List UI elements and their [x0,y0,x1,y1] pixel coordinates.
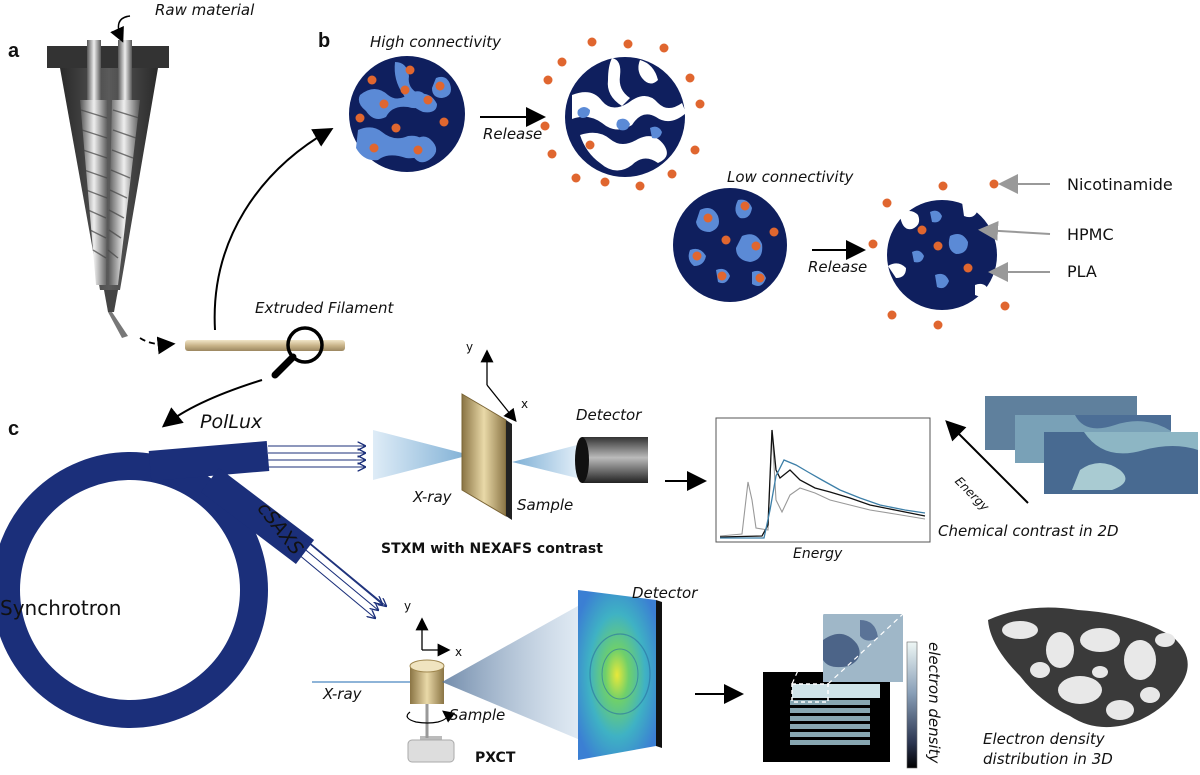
chemical-maps-2d [985,396,1198,494]
panel-label-a: a [8,40,20,62]
stxm-title: STXM with NEXAFS contrast [381,541,603,557]
colorbar-label: electron density [925,642,943,764]
pxct-detector-label: Detector [632,584,698,602]
panel-label-c: c [8,418,20,440]
stxm-xray-label: X-ray [413,488,452,506]
extruded-filament-label: Extruded Filament [255,299,394,317]
panel-label-b: b [318,30,331,52]
legend-hpmc: HPMC [1067,225,1114,244]
pxct-axis-x: x [455,645,463,659]
legend-pla: PLA [1067,262,1097,281]
filament-to-c-arrow [161,379,263,428]
density-render-3d [988,607,1188,728]
release-label-2: Release [808,258,868,276]
stxm-beam-in [373,430,470,480]
magnifier-icon [271,326,324,379]
high-connectivity-label: High connectivity [370,33,502,51]
stxm-sample [461,393,512,520]
raw-material-arrow [110,15,131,43]
stxm-axes [480,349,517,423]
plot-xlabel: Energy [793,546,843,562]
csaxs-beamlines [297,539,386,618]
extruded-filament [185,340,345,351]
electron-density-caption-2: distribution in 3D [983,750,1113,768]
pollux-label: PolLux [200,411,263,433]
particle-low-after [868,179,1010,330]
stxm-sample-label: Sample [517,496,574,514]
filament-to-b-arrow [213,128,334,331]
pxct-xray-label: X-ray [323,685,362,703]
pxct-detector [578,590,662,760]
legend-nicotinamide: Nicotinamide [1067,175,1173,194]
legend-arrow-hpmc [978,220,1051,241]
pxct-sample-label: Sample [449,706,506,724]
pxct-sample [406,659,456,763]
stxm-beam-out [512,445,577,478]
synchrotron-label: Synchrotron [0,596,122,620]
energy-arrow [945,420,1029,504]
particle-high-after [540,37,705,191]
synchrotron-ring [0,441,315,728]
extrusion-arrow [139,336,176,355]
low-connectivity-label: Low connectivity [727,168,854,186]
stxm-detector-label: Detector [576,406,642,424]
extruder [47,40,169,338]
pxct-title: PXCT [475,750,516,766]
tomogram-stack [763,613,904,762]
release-label-1: Release [483,125,543,143]
nexafs-plot [715,417,931,543]
pxct-axis-y: y [404,599,412,613]
stxm-detector [575,437,648,483]
particle-low-before [673,188,787,302]
stxm-axis-x: x [521,397,529,411]
raw-material-label: Raw material [155,1,255,19]
pxct-axes [415,617,451,657]
stxm-axis-y: y [466,340,474,354]
electron-density-caption-1: Electron density [983,730,1105,748]
pollux-beamlines [268,446,365,467]
chemical-contrast-caption: Chemical contrast in 2D [938,522,1119,540]
pxct-beam-cone [442,602,585,742]
particle-high-before [349,56,465,172]
electron-density-colorbar [906,641,918,769]
